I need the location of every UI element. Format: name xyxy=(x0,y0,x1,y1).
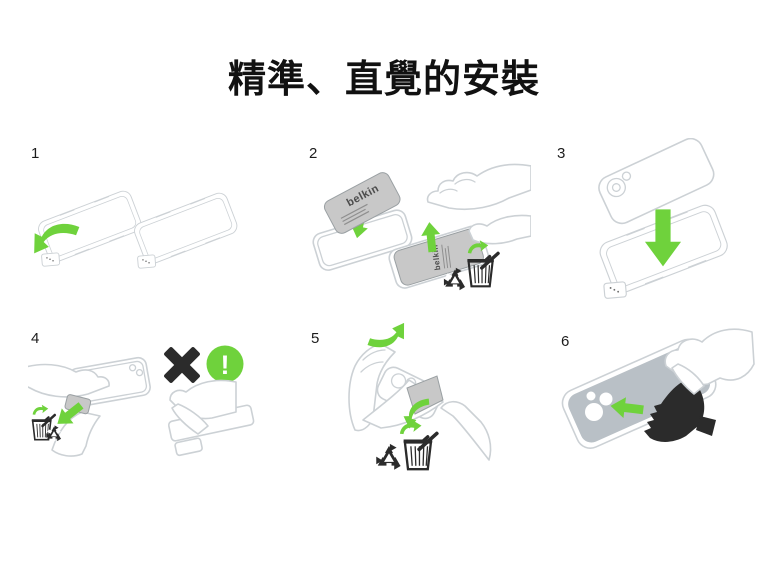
step-5: 5 xyxy=(303,320,515,512)
hand xyxy=(440,400,492,461)
step-1-illustration xyxy=(28,188,242,274)
recycle-icon xyxy=(372,443,401,472)
alignment-tray xyxy=(122,190,242,274)
step-4: 4 ! xyxy=(28,324,273,494)
hand xyxy=(28,363,110,398)
hand xyxy=(468,214,531,245)
camera-cutout xyxy=(599,392,613,406)
hand xyxy=(348,343,396,432)
green-discard-arrow-icon xyxy=(32,404,49,415)
step-3-number: 3 xyxy=(557,145,566,162)
step-2-illustration: belkin belkin xyxy=(312,163,531,292)
alert-badge xyxy=(206,345,244,383)
page-title: 精準、直覺的安裝 xyxy=(227,59,540,101)
step-3-illustration xyxy=(585,138,733,305)
phone-with-film: belkin xyxy=(388,225,490,289)
trash-bin-icon xyxy=(30,410,58,441)
x-icon xyxy=(164,347,200,383)
camera-cutout xyxy=(586,391,596,401)
trash-bin-icon xyxy=(402,426,441,471)
step-4-illustration: ! xyxy=(28,345,255,457)
step-2: 2 belkin xyxy=(303,140,531,312)
step-1-number: 1 xyxy=(31,145,40,162)
step-6: 6 xyxy=(548,324,768,492)
step-5-illustration xyxy=(348,322,492,472)
step-6-illustration xyxy=(561,328,755,449)
step-3: 3 xyxy=(551,138,766,315)
step-5-number: 5 xyxy=(311,330,320,347)
hand xyxy=(671,363,705,395)
alignment-tray xyxy=(28,188,146,272)
step-1: 1 xyxy=(28,140,270,312)
step-6-number: 6 xyxy=(561,333,570,350)
camera-cutout xyxy=(585,403,603,421)
step-4-number: 4 xyxy=(31,330,40,347)
protector-film: belkin xyxy=(323,172,401,234)
exclamation-icon: ! xyxy=(221,350,230,380)
hand xyxy=(51,411,101,457)
step-2-number: 2 xyxy=(309,145,318,162)
green-arrow-up-icon xyxy=(364,322,408,350)
hand xyxy=(426,163,531,211)
phone-back xyxy=(598,138,715,225)
squeegee xyxy=(644,382,705,442)
squeegee xyxy=(696,416,716,436)
hand xyxy=(171,403,209,435)
